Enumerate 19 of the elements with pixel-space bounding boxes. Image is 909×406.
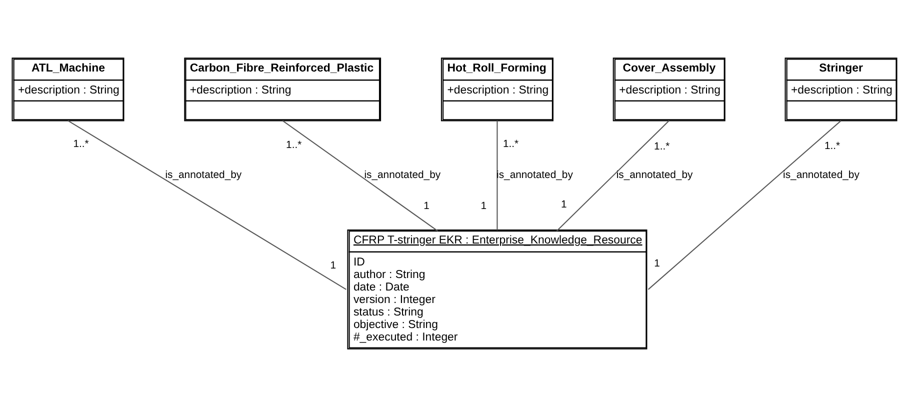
label: 1 bbox=[654, 258, 660, 269]
edge-label: is_annotated_by bbox=[364, 169, 441, 180]
label: 1..* bbox=[502, 138, 519, 150]
connector bbox=[496, 120, 498, 230]
connector bbox=[556, 120, 670, 231]
label: 1..* bbox=[286, 139, 302, 150]
label: 1..* bbox=[654, 140, 670, 152]
label: 1 bbox=[330, 260, 336, 271]
connector bbox=[68, 120, 346, 290]
label: 1 bbox=[480, 200, 487, 212]
connector bbox=[282, 120, 438, 232]
edge-label: is_annotated_by bbox=[783, 169, 860, 180]
label: 1 bbox=[560, 199, 567, 210]
label: 1..* bbox=[824, 140, 840, 152]
label: 1..* bbox=[73, 138, 89, 150]
edge-label: is_annotated_by bbox=[616, 169, 693, 180]
label: 1 bbox=[424, 200, 430, 212]
connector bbox=[648, 120, 842, 290]
edge-label: is_annotated_by bbox=[165, 169, 242, 180]
